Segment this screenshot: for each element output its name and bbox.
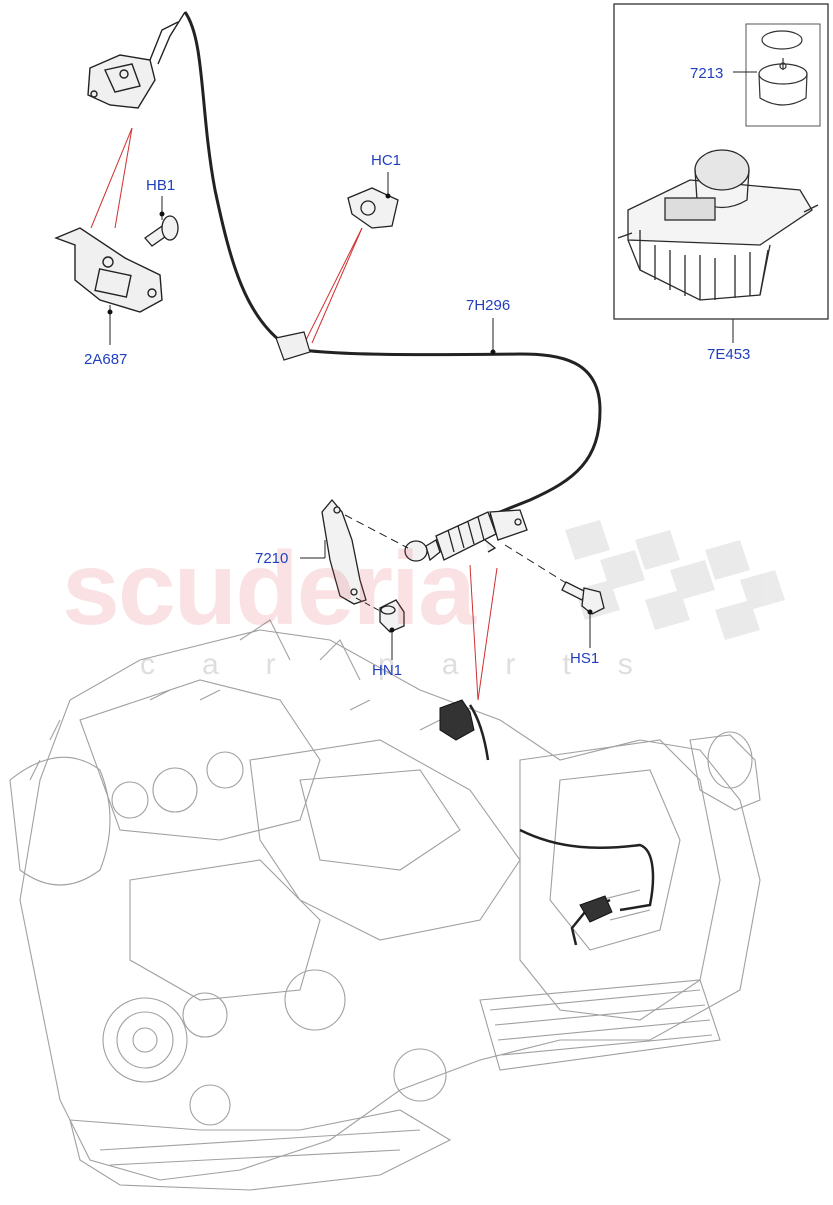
callout-hb1: HB1 bbox=[146, 177, 176, 194]
red-leader-lines bbox=[90, 127, 498, 701]
dash-line-lever bbox=[344, 514, 409, 549]
seal-detail-frame bbox=[745, 23, 821, 127]
callout-hn1: HN1 bbox=[372, 662, 403, 679]
cable-end-bellows bbox=[404, 509, 528, 562]
callout-hc1: HC1 bbox=[371, 152, 402, 169]
bracket-2a687-drawing bbox=[54, 227, 163, 313]
callout-hs1: HS1 bbox=[570, 650, 600, 667]
callout-7210: 7210 bbox=[255, 550, 289, 567]
bolt-hb1-drawing bbox=[144, 215, 179, 247]
watermark-brand: scuderia bbox=[62, 531, 476, 647]
callout-7e453: 7E453 bbox=[707, 346, 751, 363]
lever-7210-drawing bbox=[321, 498, 367, 605]
seal-7213-drawing bbox=[758, 30, 808, 106]
selector-detail-frame bbox=[613, 3, 829, 320]
shift-cable-7h296-drawing bbox=[183, 11, 602, 518]
callout-7213: 7213 bbox=[690, 65, 724, 82]
callout-2a687: 2A687 bbox=[84, 351, 128, 368]
bolt-hs1-drawing bbox=[561, 581, 605, 615]
gear-selector-module-drawing bbox=[617, 149, 819, 301]
nut-hn1-drawing bbox=[379, 599, 405, 633]
watermark-subline: car parts bbox=[140, 648, 680, 681]
clip-hc1-drawing bbox=[347, 187, 399, 229]
engine-transmission-drawing bbox=[9, 619, 761, 1191]
transmission-cable-routing bbox=[468, 704, 655, 946]
callout-7h296: 7H296 bbox=[466, 297, 511, 314]
cable-grommet bbox=[275, 331, 311, 361]
cable-upper-bracket-drawing bbox=[87, 11, 186, 109]
transmission-bracket-clip bbox=[439, 699, 613, 923]
watermark-checker-flag bbox=[565, 520, 785, 640]
